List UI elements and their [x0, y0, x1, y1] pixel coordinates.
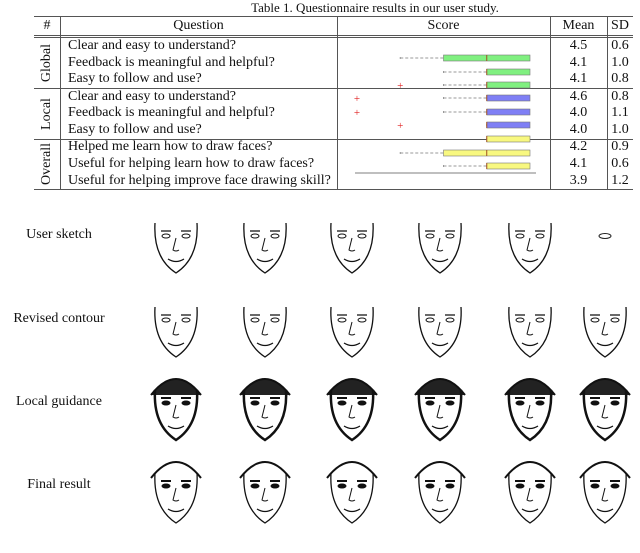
- header-question: Question: [173, 18, 224, 33]
- mean-value: 3.9: [569, 172, 588, 188]
- face-drawing: [326, 378, 378, 442]
- face-drawing: [579, 461, 631, 524]
- group-label-global: Global: [39, 43, 54, 83]
- box: [486, 162, 531, 170]
- header-sd: SD: [611, 18, 629, 33]
- face-drawing: [583, 306, 627, 358]
- mean-value: 4.6: [569, 88, 588, 104]
- box: [486, 81, 531, 89]
- outlier-marker: +: [354, 107, 360, 119]
- figure-row-label: Local guidance: [16, 394, 102, 409]
- group-label-local: Local: [39, 97, 54, 130]
- sd-value: 0.6: [611, 156, 629, 172]
- mean-value: 4.1: [569, 156, 588, 172]
- question-text: Easy to follow and use?: [68, 71, 202, 87]
- question-text: Useful for helping improve face drawing …: [68, 172, 331, 188]
- face-drawing: [330, 222, 374, 274]
- sd-value: 1.1: [611, 105, 629, 121]
- mean-value: 4.0: [569, 105, 588, 121]
- face-drawing: [239, 461, 291, 524]
- figure-row-label: Revised contour: [13, 311, 105, 326]
- table-caption: Table 1. Questionnaire results in our us…: [251, 0, 499, 15]
- box: [486, 135, 531, 143]
- box: [486, 108, 531, 116]
- figure-row-label: User sketch: [26, 227, 92, 242]
- sd-value: 1.2: [611, 172, 629, 188]
- face-drawing: [418, 306, 462, 358]
- face-drawing: [330, 306, 374, 358]
- face-drawing: [414, 378, 466, 442]
- outlier-marker: +: [354, 93, 360, 105]
- face-drawing: [154, 222, 198, 274]
- box: [486, 121, 531, 129]
- question-text: Feedback is meaningful and helpful?: [68, 54, 275, 70]
- sd-value: 1.0: [611, 54, 629, 70]
- box: [486, 94, 531, 102]
- face-drawing: [239, 378, 291, 442]
- face-drawing: [154, 306, 198, 358]
- group-label-overall: Overall: [39, 143, 54, 186]
- outlier-marker: +: [397, 80, 403, 92]
- question-text: Easy to follow and use?: [68, 122, 202, 138]
- sd-value: 0.8: [611, 71, 629, 87]
- question-text: Clear and easy to understand?: [68, 88, 236, 104]
- outlier-marker: +: [397, 120, 403, 132]
- face-drawing: [243, 222, 287, 274]
- mean-value: 4.1: [569, 54, 588, 70]
- mean-value: 4.1: [569, 71, 588, 87]
- face-drawing: [579, 378, 631, 442]
- sd-value: 0.6: [611, 38, 629, 53]
- face-drawing: [504, 461, 556, 524]
- face-drawing: [508, 222, 552, 274]
- figure-row-label: Final result: [27, 477, 91, 492]
- sd-value: 1.0: [611, 122, 629, 138]
- mean-value: 4.5: [569, 38, 588, 53]
- face-drawing: [150, 378, 202, 442]
- header-score: Score: [427, 18, 460, 33]
- sd-value: 0.8: [611, 88, 629, 104]
- face-drawing: [414, 461, 466, 524]
- face-drawing: [598, 233, 612, 239]
- face-drawing: [243, 306, 287, 358]
- face-drawing: [504, 378, 556, 442]
- header-mean: Mean: [562, 18, 595, 33]
- header-num: #: [43, 18, 51, 33]
- face-drawing: [418, 222, 462, 274]
- face-drawing: [326, 461, 378, 524]
- question-text: Clear and easy to understand?: [68, 38, 236, 53]
- mean-value: 4.0: [569, 122, 588, 138]
- mean-value: 4.2: [569, 139, 588, 155]
- question-text: Useful for helping learn how to draw fac…: [68, 156, 315, 172]
- question-text: Helped me learn how to draw faces?: [68, 139, 273, 155]
- face-drawing: [508, 306, 552, 358]
- face-drawing: [150, 461, 202, 524]
- question-text: Feedback is meaningful and helpful?: [68, 105, 275, 121]
- sd-value: 0.9: [611, 139, 629, 155]
- box: [486, 68, 531, 76]
- score-boxplots: + + + +: [354, 54, 536, 174]
